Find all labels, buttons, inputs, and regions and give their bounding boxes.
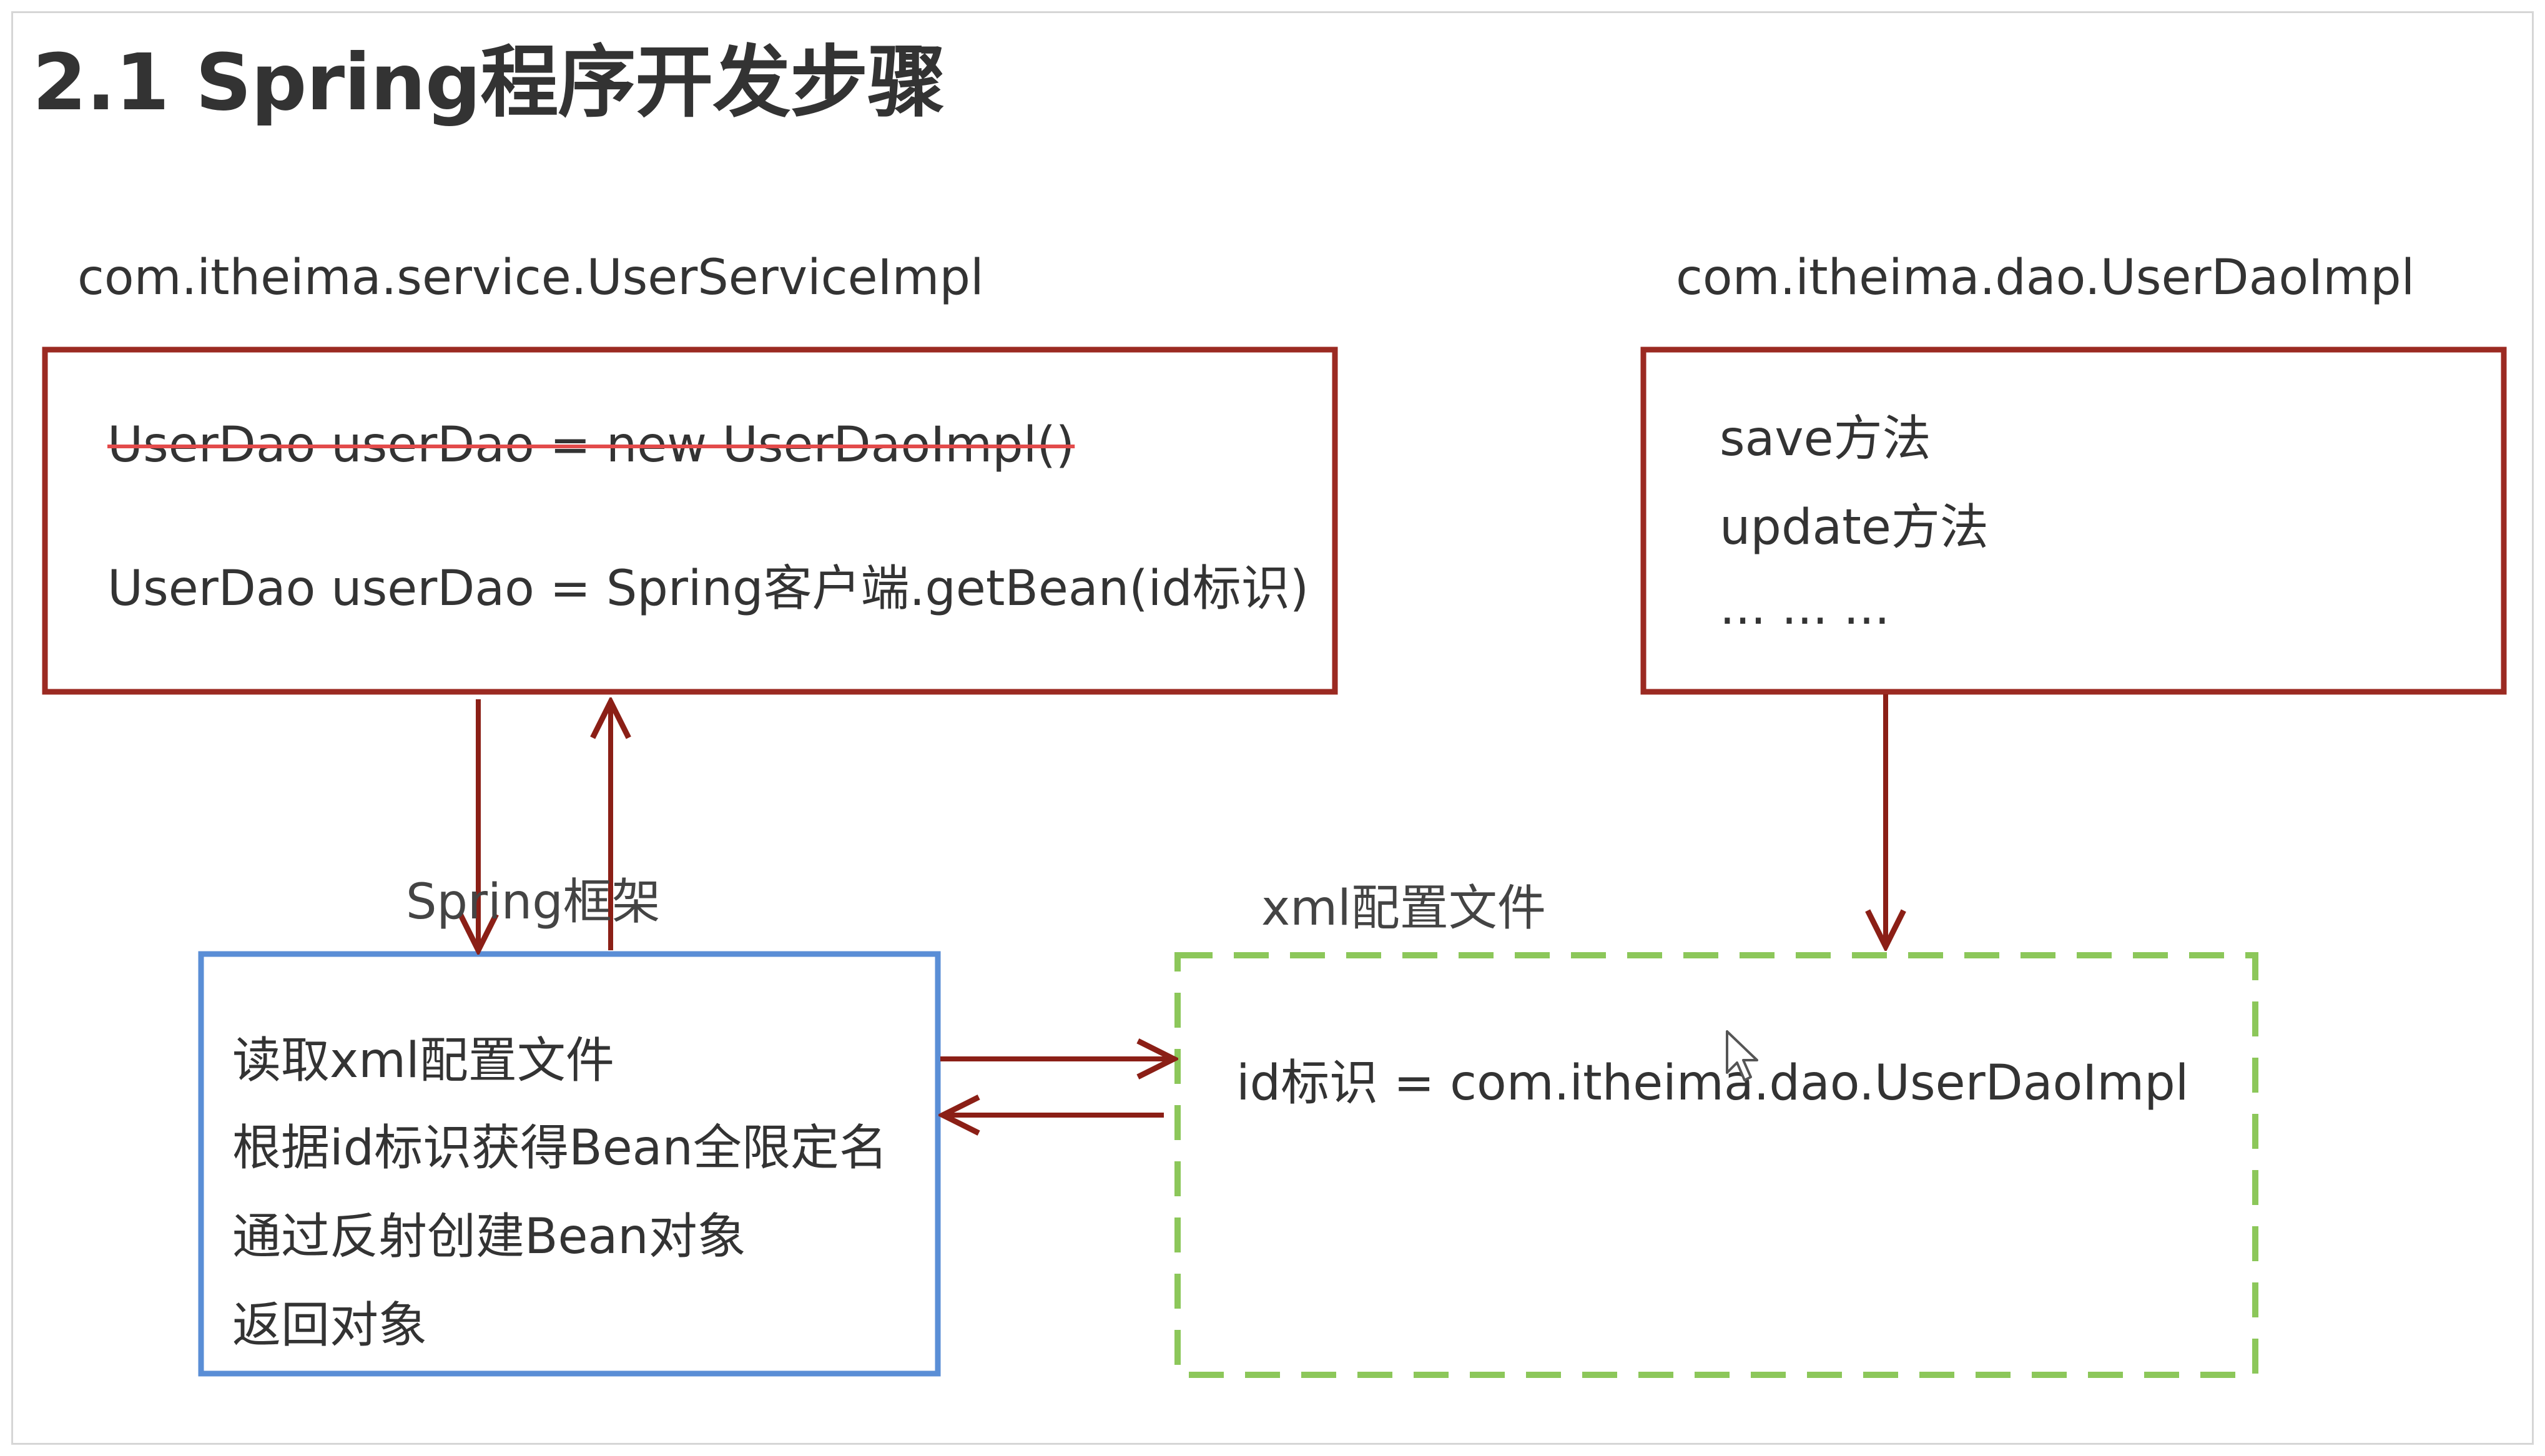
xml-config-content: id标识 = com.itheima.dao.UserDaoImpl	[1236, 1055, 2189, 1111]
dao-impl-label: com.itheima.dao.UserDaoImpl	[1676, 250, 2415, 306]
xml-config-box	[1174, 952, 2258, 1378]
spring-step-4: 返回对象	[232, 1297, 428, 1354]
service-impl-box	[42, 347, 1338, 695]
dao-method-save: save方法	[1720, 411, 1931, 467]
service-impl-line: UserDao userDao = Spring客户端.getBean(id标识…	[107, 561, 1309, 617]
xml-config-label: xml配置文件	[1261, 880, 1546, 937]
spring-framework-box	[198, 951, 941, 1377]
service-impl-label: com.itheima.service.UserServiceImpl	[77, 250, 984, 306]
spring-step-1: 读取xml配置文件	[232, 1033, 614, 1089]
dao-method-ellipsis: ... ... ...	[1720, 579, 1890, 636]
slide-title: 2.1 Spring程序开发步骤	[32, 37, 945, 128]
mouse-cursor-icon	[1726, 1030, 1758, 1081]
spring-framework-label: Spring框架	[406, 874, 661, 930]
spring-step-2: 根据id标识获得Bean全限定名	[232, 1120, 888, 1176]
dao-impl-box	[1640, 347, 2507, 695]
service-impl-struck-line: UserDao userDao = new UserDaoImpl()	[107, 417, 1075, 473]
spring-step-3: 通过反射创建Bean对象	[232, 1209, 746, 1265]
slide-frame	[11, 11, 2534, 1445]
dao-method-update: update方法	[1720, 499, 1989, 556]
